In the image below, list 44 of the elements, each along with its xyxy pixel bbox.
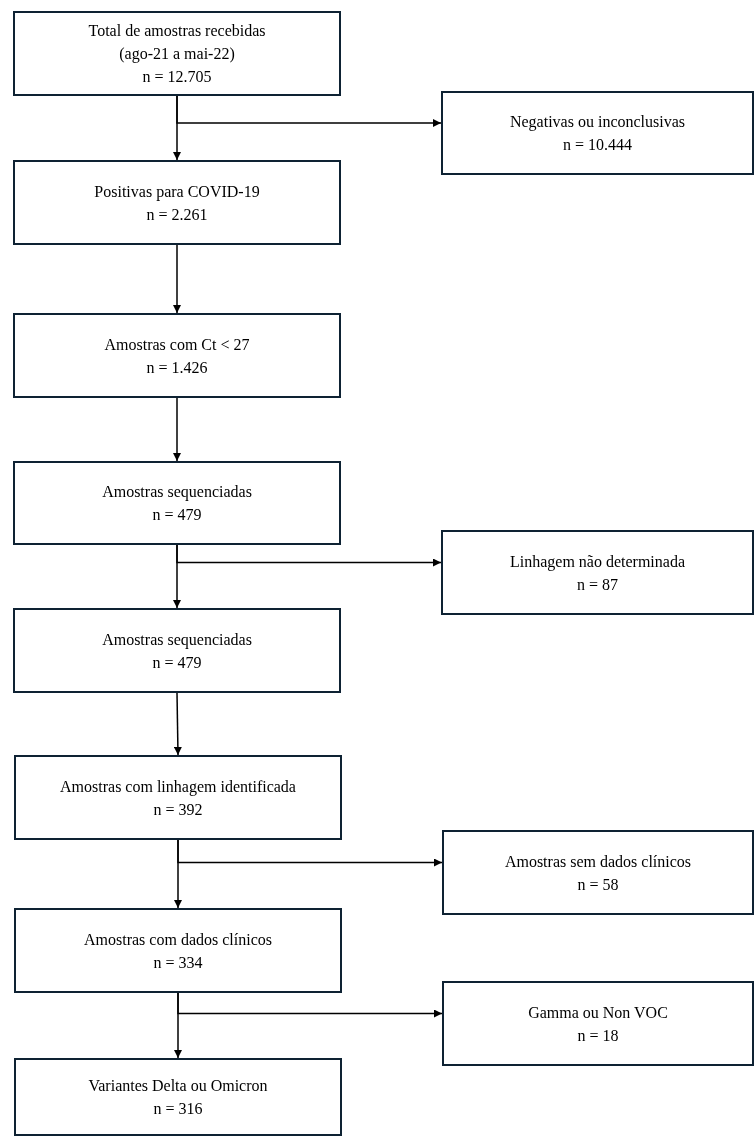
process-box [14, 755, 342, 840]
box-text: n = 479 [152, 652, 202, 673]
process-box [13, 160, 341, 245]
process-box [13, 11, 341, 96]
arrow [173, 692, 182, 756]
box-text: (ago-21 a mai-22) [119, 44, 235, 65]
process-box [441, 91, 754, 175]
arrow [177, 839, 443, 867]
box-text: Total de amostras recebidas [88, 21, 266, 41]
process-box [14, 1058, 342, 1136]
box-text: Gamma ou Non VOC [528, 1002, 668, 1023]
process-box [442, 981, 754, 1066]
box-text: n = 12.705 [142, 67, 212, 87]
box-text: Amostras com Ct < 27 [104, 334, 250, 355]
box-text: Amostras sequenciadas [102, 629, 252, 651]
box-text: n = 58 [577, 874, 619, 895]
box-text: Amostras sequenciadas [102, 482, 252, 503]
box-text: n = 479 [152, 505, 202, 525]
box-text: n = 316 [153, 1099, 203, 1119]
box-text: Variantes Delta ou Omicron [88, 1076, 268, 1096]
box-text: n = 334 [153, 952, 203, 973]
box-text: n = 87 [577, 574, 618, 595]
box-text: Amostras sem dados clínicos [504, 851, 692, 872]
box-text: n = 10.444 [563, 135, 632, 155]
box-text: Amostras com dados clínicos [84, 929, 272, 950]
box-text: Negativas ou inconclusivas [509, 112, 686, 133]
arrow [173, 397, 181, 462]
process-box [14, 908, 342, 993]
arrow [177, 992, 443, 1018]
box-text: Positivas para COVID-19 [94, 181, 260, 203]
arrow [176, 544, 442, 567]
process-box [13, 608, 341, 693]
process-box [441, 530, 754, 615]
box-text: Linhagem não determinada [509, 551, 685, 573]
box-text: n = 18 [577, 1025, 619, 1046]
box-text: Amostras com linhagem identificada [60, 776, 296, 798]
box-text: n = 1.426 [146, 357, 208, 378]
box-text: n = 2.261 [146, 204, 208, 225]
process-box [13, 313, 341, 398]
process-box [442, 830, 754, 915]
arrow [173, 244, 181, 314]
process-box [13, 461, 341, 545]
box-text: n = 392 [153, 799, 203, 820]
arrow [176, 95, 442, 127]
